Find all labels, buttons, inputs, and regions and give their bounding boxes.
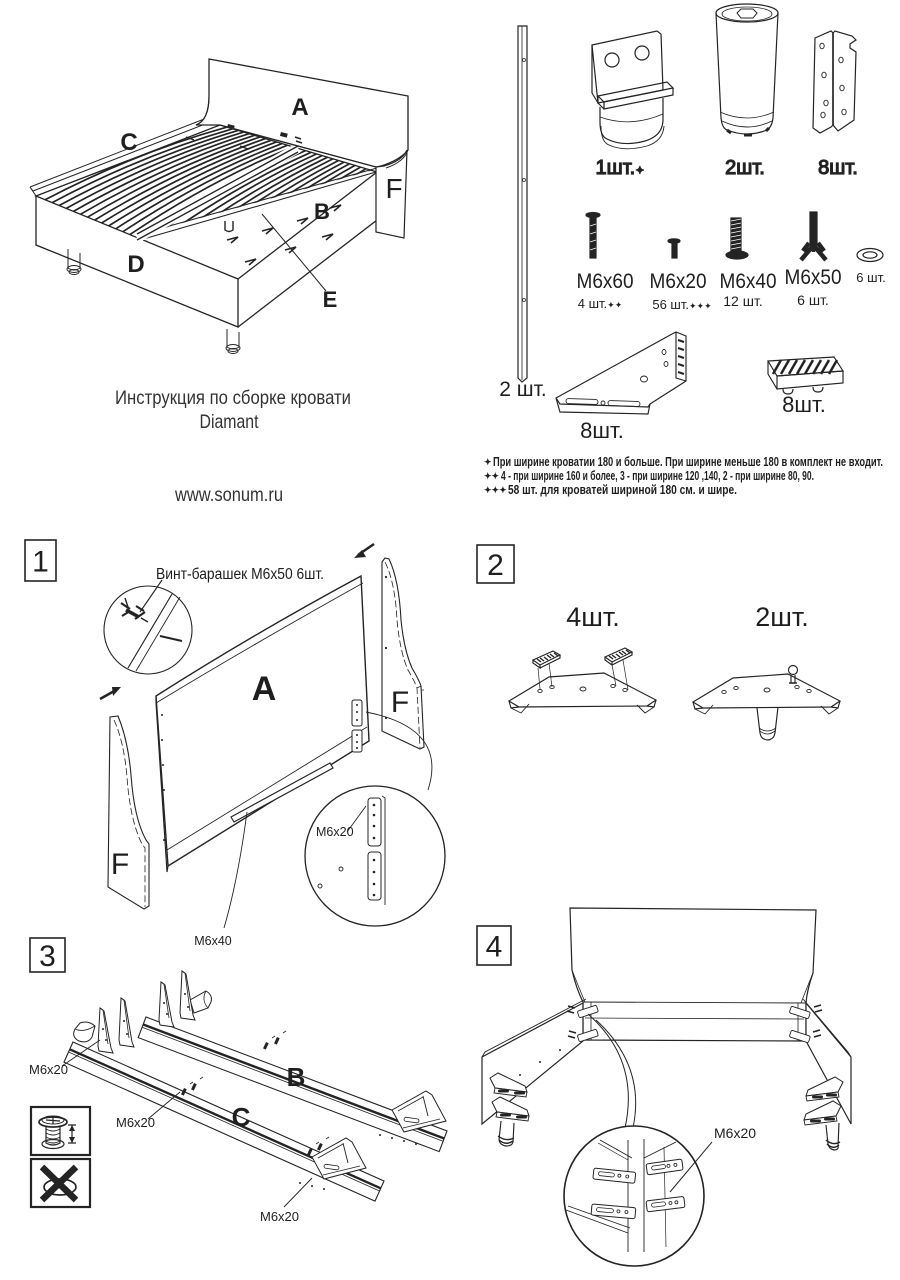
svg-text:М6х50: М6х50 [785,266,842,289]
svg-text:E: E [323,287,338,312]
svg-text:2шт.: 2шт. [725,157,765,179]
svg-text:56 шт.✦✦✦: 56 шт.✦✦✦ [652,297,712,312]
svg-text:B: B [287,1062,306,1092]
svg-text:2шт.: 2шт. [755,602,809,632]
svg-text:58 шт. для кроватей шириной 18: 58 шт. для кроватей шириной 180 см. и ши… [508,483,737,497]
svg-text:M6x40: M6x40 [194,934,232,948]
svg-text:✦✦: ✦✦ [484,471,500,481]
svg-text:✦: ✦ [484,457,492,467]
svg-text:M6x20: M6x20 [714,1125,756,1141]
svg-text:М6х60: М6х60 [577,270,634,293]
svg-text:2: 2 [487,549,504,582]
svg-text:Инструкция по сборке кровати: Инструкция по сборке кровати [115,387,351,409]
svg-text:6 шт.: 6 шт. [797,292,829,308]
svg-text:При ширине кроватии 180 и боль: При ширине кроватии 180 и больше. При ши… [493,455,883,469]
svg-text:C: C [232,1102,251,1132]
svg-text:1шт.✦: 1шт.✦ [596,157,645,179]
svg-text:M6x20: M6x20 [316,825,354,839]
svg-text:Винт-барашек М6х50 6шт.: Винт-барашек М6х50 6шт. [156,566,324,583]
svg-text:F: F [385,173,402,204]
svg-text:8шт.: 8шт. [818,157,858,179]
svg-text:D: D [127,251,144,278]
svg-text:М6х20: М6х20 [650,270,707,293]
svg-text:B: B [314,199,330,224]
svg-text:M6x20: M6x20 [116,1115,155,1130]
svg-text:✦✦✦: ✦✦✦ [484,485,507,495]
svg-text:8шт.: 8шт. [782,392,826,417]
svg-text:6 шт.: 6 шт. [856,270,885,285]
svg-text:A: A [291,94,308,121]
svg-text:2 шт.: 2 шт. [499,378,547,401]
svg-text:8шт.: 8шт. [580,418,624,443]
svg-text:A: A [252,670,277,708]
svg-text:M6x20: M6x20 [29,1062,68,1077]
svg-text:3: 3 [39,940,56,973]
svg-text:C: C [120,129,137,156]
svg-text:4: 4 [486,931,503,964]
svg-text:www.sonum.ru: www.sonum.ru [174,484,283,506]
svg-text:12 шт.: 12 шт. [723,293,762,309]
svg-text:Diamant: Diamant [200,411,259,433]
svg-text:4шт.: 4шт. [566,602,620,632]
svg-text:4 - при ширине 160 и более, 3: 4 - при ширине 160 и более, 3 - при шири… [501,469,814,483]
svg-text:М6х40: М6х40 [720,270,777,293]
svg-text:F: F [391,686,409,719]
svg-text:M6x20: M6x20 [260,1209,299,1224]
svg-text:1: 1 [32,546,49,579]
svg-text:4 шт.✦✦: 4 шт.✦✦ [578,296,623,311]
svg-text:F: F [111,848,129,881]
